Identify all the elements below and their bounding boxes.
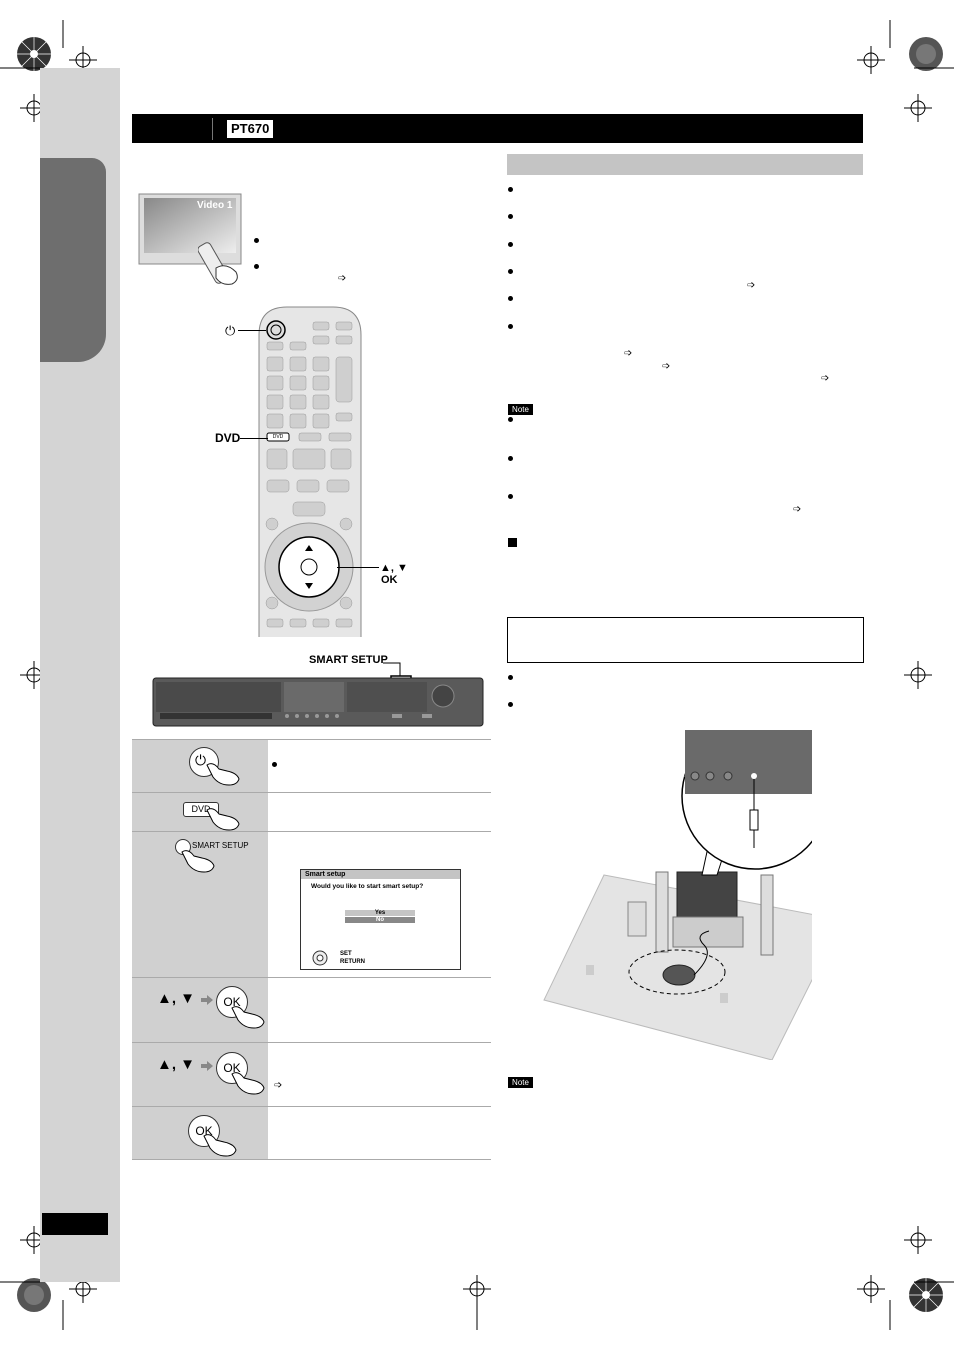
then-arrow-icon [201, 1061, 213, 1071]
main-unit [152, 662, 484, 727]
arrow-icon: ➩ [662, 361, 671, 372]
step-divider [132, 792, 491, 793]
bullet [508, 456, 513, 461]
osd-option-yes[interactable]: Yes [345, 910, 415, 916]
arrow-icon: ➩ [624, 348, 633, 359]
registration-mark-icon [17, 1278, 51, 1312]
nav-pad-icon [312, 950, 328, 966]
remote-control [258, 306, 362, 637]
step-5-arrows: ▲, ▼ [157, 1056, 196, 1073]
arrow-icon: ➩ [793, 504, 802, 515]
osd-option-no[interactable]: No [345, 917, 415, 923]
ok-label: OK [381, 574, 398, 586]
pressing-hand-icon [206, 808, 240, 831]
bullet [254, 238, 259, 243]
info-box [507, 617, 864, 663]
registration-mark-icon [909, 1278, 943, 1312]
step-1-power-symbol: ⏻ [195, 752, 207, 768]
registration-mark-icon [17, 37, 51, 71]
bullet [508, 187, 513, 192]
square-heading-marker [508, 538, 517, 547]
arrow-icon: ➩ [274, 1080, 283, 1091]
model-badge: PT670 [227, 120, 274, 138]
room-setup-illustration [543, 730, 812, 1060]
osd-return-label: RETURN [340, 959, 365, 965]
arrow-icon: ➩ [821, 373, 830, 384]
step-4-arrows: ▲, ▼ [157, 990, 196, 1007]
registration-mark-icon [909, 37, 943, 71]
then-arrow-icon [201, 995, 213, 1005]
smart-setup-label: SMART SETUP [309, 654, 388, 666]
remote-callout-line [240, 438, 268, 439]
step-divider [132, 831, 491, 832]
pressing-hand-icon [203, 1134, 237, 1157]
pressing-hand-icon [181, 850, 215, 873]
nav-arrows-label: ▲, ▼ [380, 562, 408, 574]
osd-question: Would you like to start smart setup? [311, 883, 424, 890]
osd-title: Smart setup [301, 870, 460, 879]
page-number-box [42, 1213, 108, 1235]
step-divider [132, 1042, 491, 1043]
note-badge: Note [508, 1077, 533, 1088]
step-3-cell [132, 832, 268, 977]
step-1-power-button[interactable] [189, 747, 219, 777]
bullet [508, 269, 513, 274]
dvd-label: DVD [215, 431, 241, 445]
tv-input-label: Video 1 [197, 200, 233, 211]
arrow-icon: ➩ [747, 280, 756, 291]
remote-callout-line [238, 330, 266, 331]
step-divider [132, 977, 491, 978]
pressing-hand-icon [231, 1006, 265, 1029]
section-tab [40, 158, 106, 362]
bullet [254, 264, 259, 269]
header-divider [212, 118, 213, 140]
osd-set-label: SET [340, 951, 352, 957]
step-divider [132, 1159, 491, 1160]
bullet [508, 702, 513, 707]
bullet [508, 242, 513, 247]
note-badge: Note [508, 404, 533, 415]
dvd-button[interactable]: DVD [272, 434, 284, 440]
bullet [508, 296, 513, 301]
bullet [508, 675, 513, 680]
bullet [508, 494, 513, 499]
pressing-hand-icon [206, 763, 240, 786]
bullet [272, 762, 277, 767]
power-label: ⏻ [225, 323, 236, 338]
step-3-smart-setup-label: SMART SETUP [192, 841, 249, 850]
remote-callout-line [337, 567, 379, 568]
section-title-bar [507, 154, 863, 175]
bullet [508, 214, 513, 219]
bullet [508, 324, 513, 329]
step-divider [132, 739, 491, 740]
tv-illustration [138, 193, 242, 265]
pressing-hand-icon [231, 1072, 265, 1095]
smart-setup-screen: Smart setup Would you like to start smar… [300, 869, 461, 970]
arrow-icon: ➩ [338, 273, 347, 284]
bullet [508, 417, 513, 422]
remote-in-hand-icon [198, 242, 238, 285]
step-divider [132, 1106, 491, 1107]
